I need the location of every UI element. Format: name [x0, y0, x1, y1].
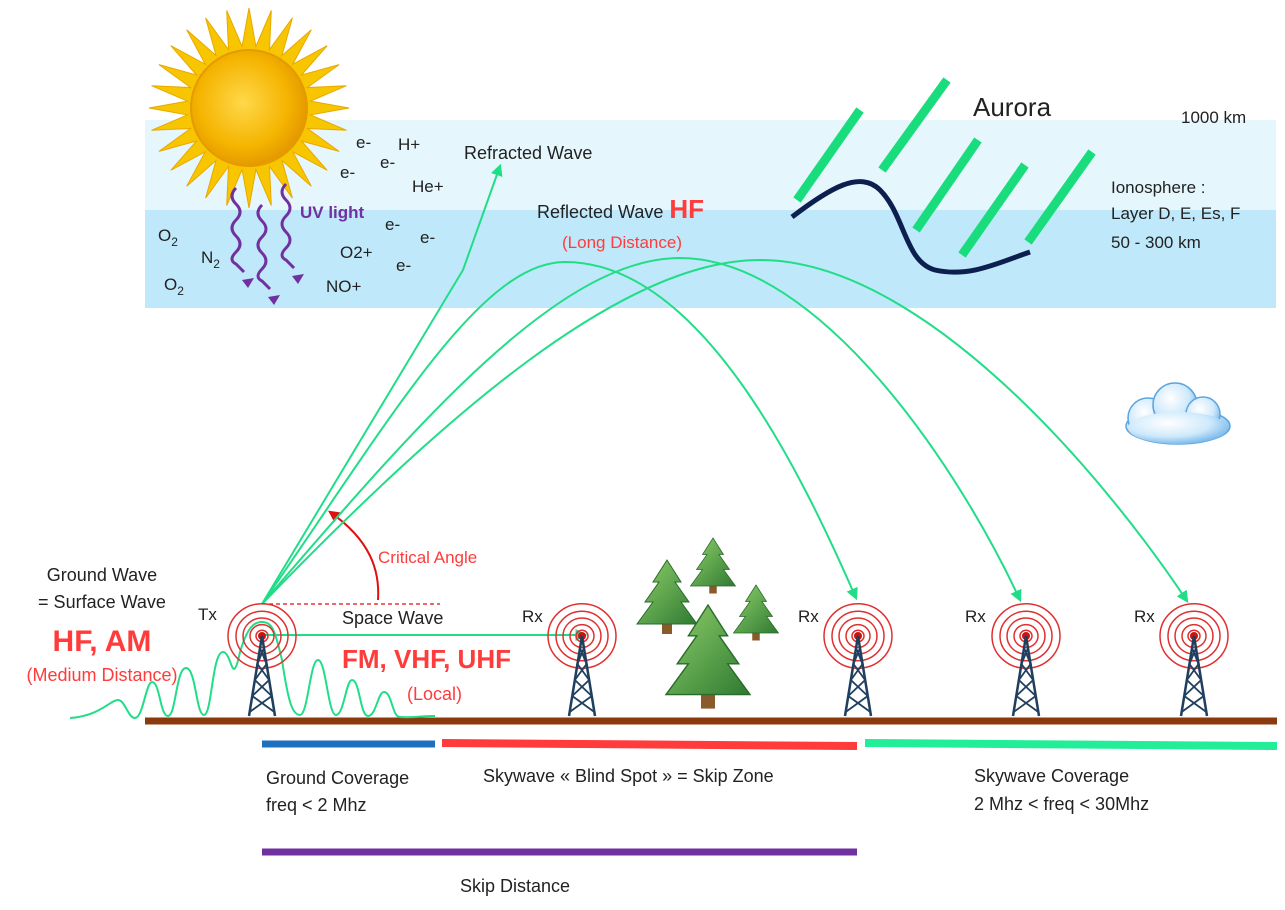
uv-light-label: UV light: [300, 203, 365, 222]
aurora-icon: [790, 77, 1096, 275]
tree-icon: [732, 584, 780, 641]
molecule-o2: O2: [158, 226, 178, 249]
rx-label: Rx: [1134, 607, 1155, 626]
rx-label: Rx: [798, 607, 819, 626]
tree-icon: [636, 559, 698, 634]
local-label: (Local): [407, 684, 462, 704]
tower-group: [227, 602, 1229, 717]
tx-label: Tx: [198, 605, 217, 624]
hf-am-label: HF, AM: [53, 625, 152, 658]
molecule-n2-symbol: N: [201, 248, 213, 267]
sky-waves: [69, 163, 1189, 720]
sun-icon: [148, 7, 350, 209]
ionosphere-range: 50 - 300 km: [1111, 233, 1201, 252]
skip-distance-label: Skip Distance: [460, 876, 570, 896]
ionosphere-lower-band: [145, 210, 1276, 308]
long-distance-label: (Long Distance): [562, 233, 682, 252]
particle-electron: e-: [356, 133, 371, 152]
uv-arrowheads: [242, 274, 304, 305]
fm-vhf-uhf-label: FM, VHF, UHF: [342, 644, 511, 674]
antenna-tower-icon-rx: [991, 602, 1061, 717]
particle-o2-plus: O2+: [340, 243, 373, 262]
ionosphere-layers: Layer D, E, Es, F: [1111, 204, 1240, 223]
particle-electron: e-: [340, 163, 355, 182]
reflected-wave-path-3: [261, 258, 1189, 605]
tree-icon: [664, 603, 752, 709]
ground-wave-label-line2: = Surface Wave: [38, 592, 166, 612]
molecule-o2-symbol: O: [158, 226, 171, 245]
tree-group: [636, 537, 780, 709]
skywave-coverage-bar: [864, 739, 1278, 750]
particle-electron: e-: [420, 228, 435, 247]
particle-electron: e-: [380, 153, 395, 172]
refracted-wave-path: [261, 163, 503, 605]
molecule-o2-symbol: O: [164, 275, 177, 294]
reflected-wave-label: Reflected Wave HF: [537, 194, 704, 224]
refracted-wave-label: Refracted Wave: [464, 143, 592, 163]
sun-disc: [190, 49, 308, 167]
critical-angle-label: Critical Angle: [378, 548, 477, 567]
particle-h-plus: H+: [398, 135, 420, 154]
reflected-wave-path-1: [261, 260, 858, 605]
molecule-n2-subscript: 2: [213, 257, 220, 271]
reflected-wave-path-2: [261, 256, 1022, 605]
molecule-o2: O2: [164, 275, 184, 298]
particle-no-plus: NO+: [326, 277, 362, 296]
antenna-tower-icon-rx: [823, 602, 893, 717]
skywave-coverage-line2: 2 Mhz < freq < 30Mhz: [974, 794, 1149, 814]
ground-coverage-line2: freq < 2 Mhz: [266, 795, 367, 815]
particle-he-plus: He+: [412, 177, 444, 196]
antenna-tower-icon-rx: [1159, 602, 1229, 717]
rx-label: Rx: [522, 607, 543, 626]
ground-wave-path: [69, 620, 436, 720]
ionosphere-title: Ionosphere :: [1111, 178, 1206, 197]
reflected-wave-text: Reflected Wave: [537, 202, 663, 222]
altitude-top-label: 1000 km: [1181, 108, 1246, 127]
space-wave-label: Space Wave: [342, 608, 443, 628]
aurora-label: Aurora: [973, 92, 1052, 122]
antenna-tower-icon-tx: [227, 602, 297, 717]
molecule-o2-subscript: 2: [171, 235, 178, 249]
cloud-icon: [1125, 382, 1231, 445]
molecule-n2: N2: [201, 248, 220, 271]
antenna-tower-icon-rx: [547, 602, 617, 717]
critical-angle-arc: [328, 510, 380, 601]
skip-zone-label: Skywave « Blind Spot » = Skip Zone: [483, 766, 774, 786]
skywave-coverage-line1: Skywave Coverage: [974, 766, 1129, 786]
ground-wave-label-line1: Ground Wave: [47, 565, 157, 585]
molecule-o2-subscript: 2: [177, 284, 184, 298]
reflected-wave-band: HF: [669, 194, 704, 224]
medium-distance-label: (Medium Distance): [26, 665, 177, 685]
ground-coverage-line1: Ground Coverage: [266, 768, 409, 788]
particle-electron: e-: [385, 215, 400, 234]
particle-electron: e-: [396, 256, 411, 275]
skip-zone-bar: [441, 739, 858, 750]
uv-light-rays: [230, 182, 296, 291]
ionosphere-particles: e- e- e- H+ He+ e- e- e- O2+ NO+ O2 N2 O…: [158, 133, 444, 298]
tree-icon: [689, 537, 737, 594]
rx-label: Rx: [965, 607, 986, 626]
